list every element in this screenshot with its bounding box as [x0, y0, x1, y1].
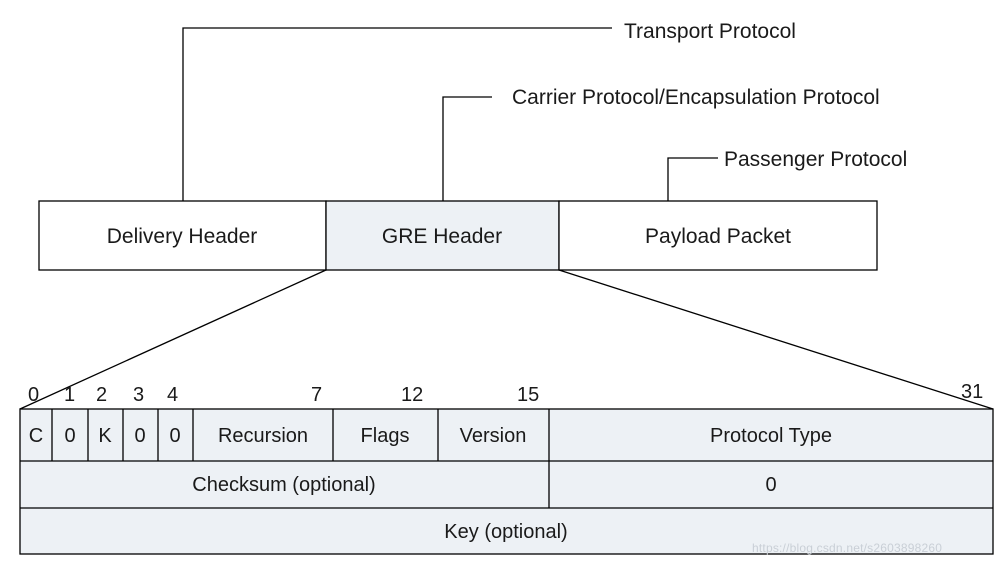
passenger-protocol-leader-line [667, 157, 718, 201]
passenger-protocol-label: Passenger Protocol [724, 148, 907, 171]
bit-number-2: 2 [96, 384, 107, 406]
transport-protocol-leader-line [182, 27, 612, 201]
expansion-line-right [558, 269, 994, 410]
payload-packet-label: Payload Packet [645, 225, 791, 248]
bit-number-7: 7 [311, 384, 322, 406]
field-key: Key (optional) [444, 521, 567, 543]
field-k: K [98, 425, 112, 447]
gre-header-table [19, 408, 994, 555]
field-c: C [29, 425, 43, 447]
bit-number-31: 31 [961, 381, 983, 403]
field-protocol-type: Protocol Type [710, 425, 832, 447]
bit-number-4: 4 [167, 384, 178, 406]
carrier-protocol-label: Carrier Protocol/Encapsulation Protocol [512, 86, 880, 109]
delivery-header-label: Delivery Header [107, 225, 258, 248]
field-reserved-1: 0 [765, 474, 776, 496]
gre-header-label: GRE Header [382, 225, 502, 248]
bit-number-12: 12 [401, 384, 423, 406]
field-checksum: Checksum (optional) [192, 474, 375, 496]
field-flags: Flags [361, 425, 410, 447]
gre-header-box [325, 200, 560, 271]
watermark: https://blog.csdn.net/s2603898260 [752, 541, 943, 555]
bit-number-3: 3 [133, 384, 144, 406]
carrier-protocol-leader-line [442, 96, 492, 201]
expansion-line-left [19, 269, 327, 410]
bit-number-0: 0 [28, 384, 39, 406]
field-reserved-0c: 0 [169, 425, 180, 447]
bit-number-15: 15 [517, 384, 539, 406]
field-reserved-0a: 0 [64, 425, 75, 447]
delivery-header-box [38, 200, 327, 271]
transport-protocol-label: Transport Protocol [624, 20, 796, 43]
bit-number-1: 1 [64, 384, 75, 406]
field-version: Version [460, 425, 527, 447]
field-recursion: Recursion [218, 425, 308, 447]
field-reserved-0b: 0 [134, 425, 145, 447]
payload-packet-box [558, 200, 878, 271]
